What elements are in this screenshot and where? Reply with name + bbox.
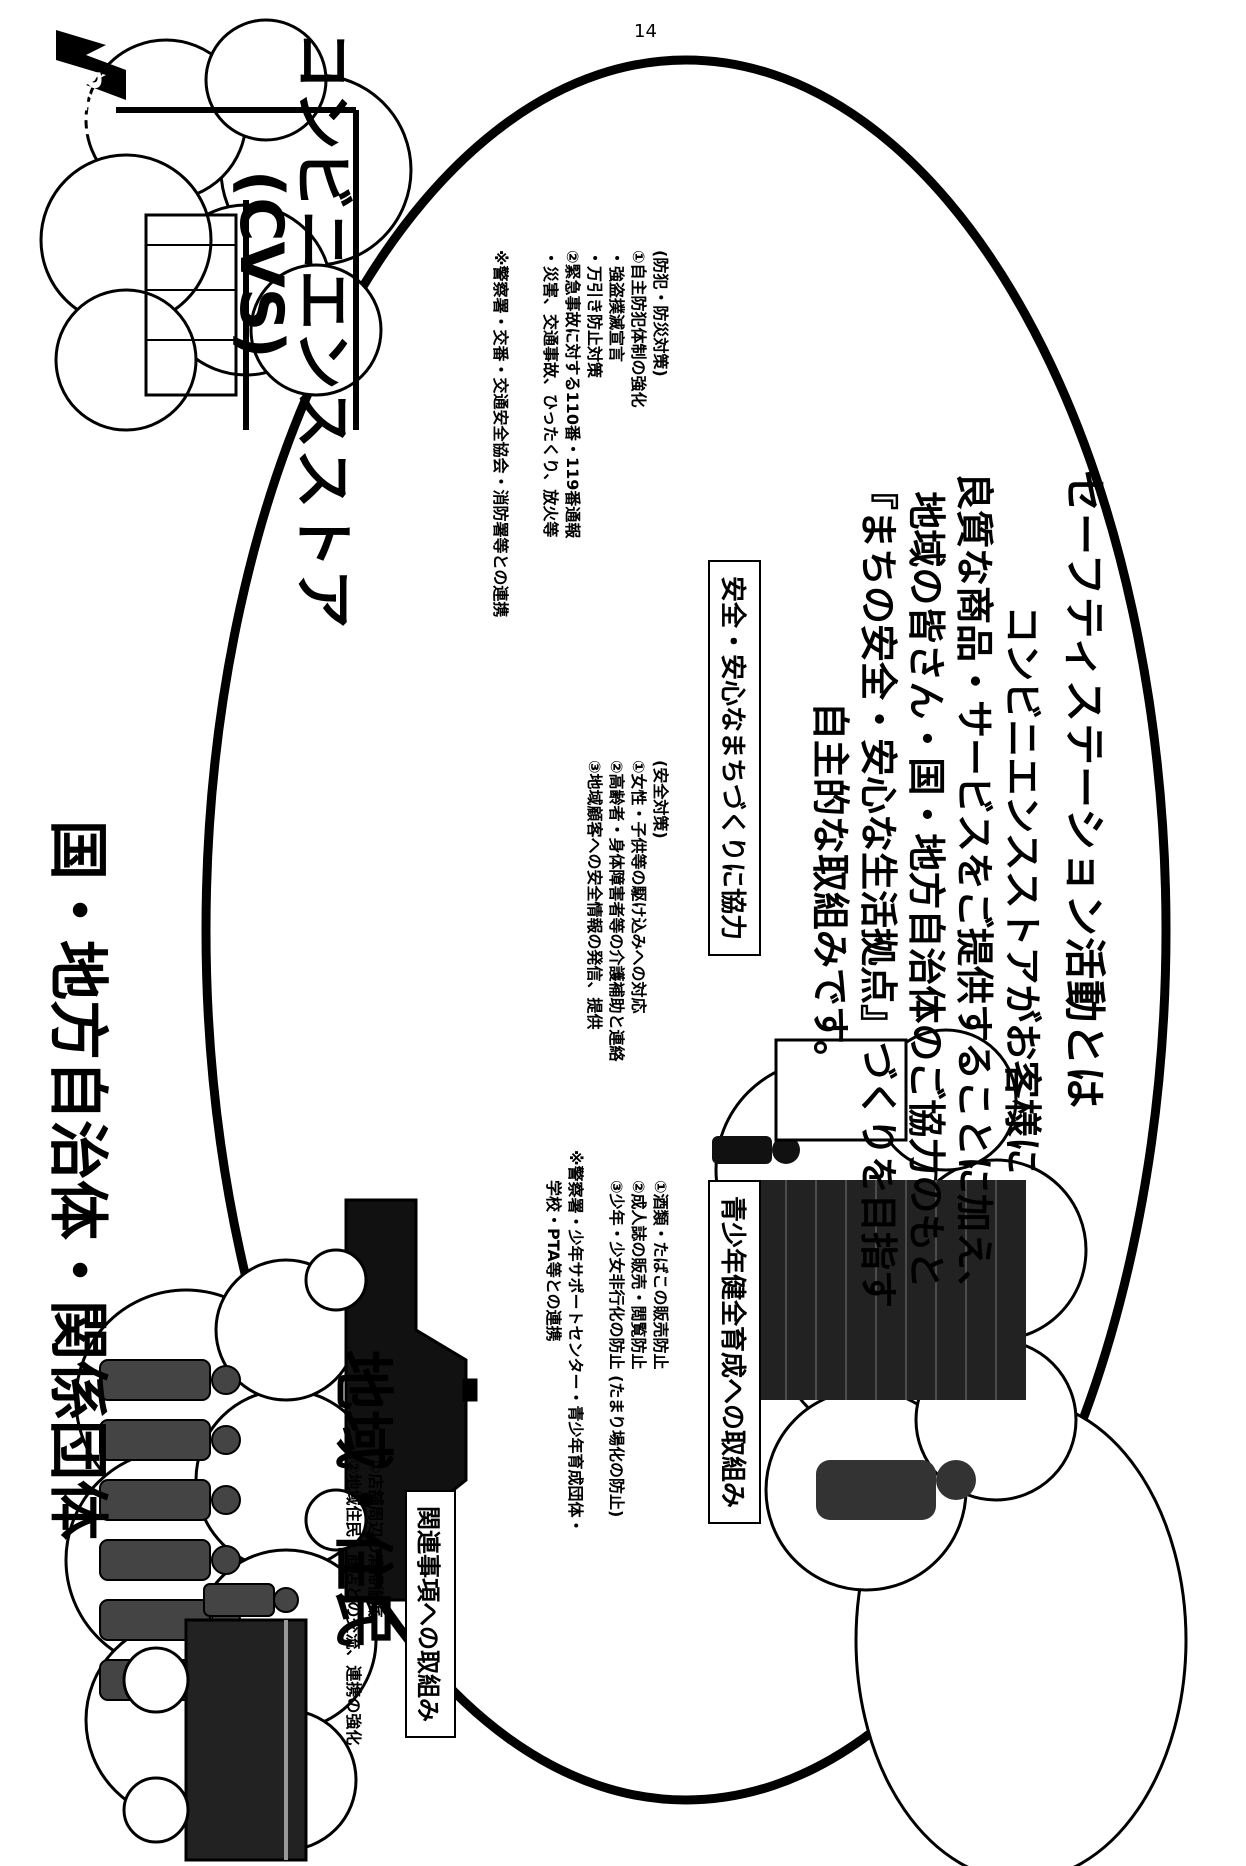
fire-truck-icon xyxy=(122,1618,308,1862)
crime-prevention-list: (防犯・防災対策) ①自主防犯体制の強化 ・強盗撲滅宣言 ・万引き防止対策 ②緊… xyxy=(539,250,671,538)
cvs-label: コンビニエンスストア xyxy=(287,30,357,629)
building-windows xyxy=(785,1180,997,1400)
crime-heading: (防犯・防災対策) xyxy=(651,250,670,377)
security-item: ②高齢者・身体障害者等の介護補助と連絡 xyxy=(607,760,626,1062)
crime-item: ①自主防犯体制の強化 xyxy=(629,250,648,408)
police-officer-icon xyxy=(712,1136,800,1164)
youth-list: ①酒類・たばこの販売防止 ②成人誌の販売・閲覧防止 ③少年・少女非行化の防止 (… xyxy=(605,1180,671,1517)
cvs-abbreviation: (CVS) xyxy=(226,170,296,359)
youth-note-line: ※警察署・少年サポートセンター・青少年育成団体・ xyxy=(566,1150,585,1534)
24h-logo-icon xyxy=(56,30,126,100)
firefighter-icon xyxy=(816,1460,976,1520)
police-box-icon xyxy=(774,1038,908,1142)
crime-item: ・強盗撲滅宣言 xyxy=(607,250,626,363)
store-icon xyxy=(116,107,359,430)
government-building-icon xyxy=(736,1180,1026,1400)
youth-section-title: 青少年健全育成への取組み xyxy=(708,1180,761,1525)
youth-item: ②成人誌の販売・閲覧防止 xyxy=(629,1180,648,1370)
page-number: 14 xyxy=(634,20,657,42)
security-list: (安全対策) ①女性・子供等の駆け込みへの対応 ②高齢者・身体障害者等の介護補助… xyxy=(583,760,671,1062)
youth-item: ①酒類・たばこの販売防止 xyxy=(651,1180,670,1370)
intro-line: 『まちの安全・安心な生活拠点』づくりを目指す xyxy=(856,471,900,1308)
security-heading: (安全対策) xyxy=(651,760,670,839)
intro-line: 自主的な取組みです。 xyxy=(808,701,852,1079)
crime-cooperation-note: ※警察署・交番・交通安全協会・消防署等との連携 xyxy=(491,250,510,618)
crime-item: ・災害、交通事故、ひったくり、放火等 xyxy=(541,250,560,538)
youth-note-line: 学校・PTA等との連携 xyxy=(544,1180,563,1342)
24h-logo-text: 24H xyxy=(71,70,106,137)
security-item: ③地域顧客への安全情報の発信、提供 xyxy=(585,760,604,1030)
crime-item: ②緊急事故に対する110番・119番通報 xyxy=(563,250,582,539)
page-title: セーフティステーション活動とは xyxy=(1060,470,1109,1110)
intro-line: コンビニエンスストアがお客様に xyxy=(1000,605,1044,1175)
youth-cooperation-note: ※警察署・少年サポートセンター・青少年育成団体・ 学校・PTA等との連携 xyxy=(542,1150,586,1534)
intro-line: 地域の皆さん・国・地方自治体のご協力のもと xyxy=(904,491,948,1289)
youth-item: ③少年・少女非行化の防止 (たまり場化の防止) xyxy=(607,1180,626,1518)
security-item: ①女性・子供等の駆け込みへの対応 xyxy=(629,760,648,1014)
government-label: 国・地方自治体・関係団体 xyxy=(42,820,112,1540)
intro-line: 良質な商品・サービスをご提供することに加え、 xyxy=(952,471,996,1308)
crime-item: ・万引き防止対策 xyxy=(585,250,604,379)
community-label: 地域・住民 xyxy=(327,1350,397,1650)
safety-section-title: 安全・安心なまちづくりに協力 xyxy=(708,560,761,957)
central-ellipse xyxy=(201,55,1171,1805)
related-section-title: 関連事項への取組み xyxy=(405,1490,456,1738)
intro-paragraph: コンビニエンスストアがお客様に 良質な商品・サービスをご提供することに加え、 地… xyxy=(806,360,1046,1420)
